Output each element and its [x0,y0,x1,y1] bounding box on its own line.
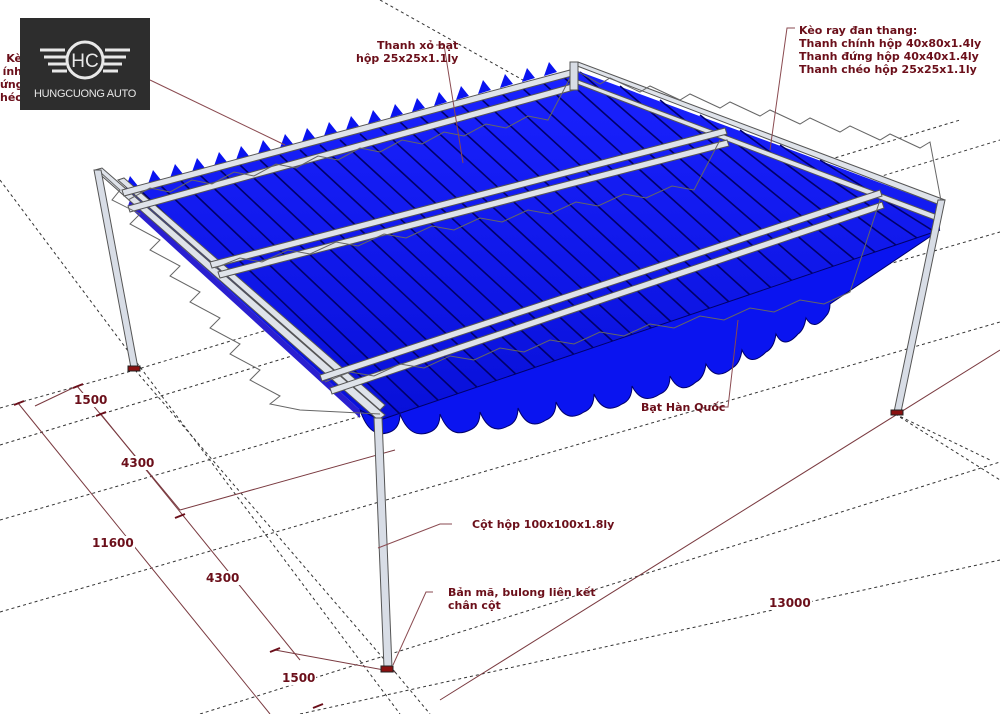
truss-webbing [99,69,943,415]
columns [93,61,946,669]
partial-truss-label: Kè ính ứng héo [0,52,22,112]
hungcuong-logo: HC HUNGCUONG AUTO [20,18,150,110]
truss-callout: Kèo ray đan thang: Thanh chính hộp 40x80… [799,24,981,76]
fabric-canopy [128,70,941,435]
dimension-width-segment-2: 4300 [120,456,156,470]
purlin-callout-line1: Thanh xỏ bạt [377,39,459,52]
column-front-left [373,417,393,669]
logo-brand-text: HUNGCUONG AUTO [34,88,136,100]
purlin-callout-line2: hộp 25x25x1.1ly [356,52,459,65]
column-rear-right-top [569,61,579,91]
partial-label-line: Kè [6,52,22,65]
dimension-length-total: 13000 [768,596,812,610]
winged-hc-emblem-icon: HC [40,40,130,80]
fabric-callout: Bạt Hàn Quốc [641,401,726,414]
base-callout-line1: Bản mã, bulong liên kết [448,586,596,599]
base-plate-callout: Bản mã, bulong liên kết chân cột [448,586,596,612]
logo-initials: HC [71,51,98,72]
leader-lines [149,27,795,666]
truss-callout-vertical-bar: Thanh đứng hộp 40x40x1.4ly [799,50,979,63]
truss-callout-title: Kèo ray đan thang: [799,24,918,37]
dimension-width-segment-4: 1500 [281,671,317,685]
dimension-width-total: 11600 [91,536,135,550]
truss-callout-diagonal-bar: Thanh chéo hộp 25x25x1.1ly [799,63,977,76]
partial-label-line: ính [2,65,22,78]
base-plates [127,365,904,673]
truss-callout-main-bar: Thanh chính hộp 40x80x1.4ly [799,37,982,50]
base-callout-line2: chân cột [448,599,501,612]
truss-beams [93,61,946,421]
partial-label-line: héo [0,91,22,104]
column-callout: Cột hộp 100x100x1.8ly [472,518,615,531]
dimension-width-segment-3: 4300 [205,571,241,585]
partial-label-line: ứng [0,78,22,91]
dimension-ticks [13,383,324,709]
dimension-width-segment-1: 1500 [73,393,109,407]
purlin-callout: Thanh xỏ bạt hộp 25x25x1.1ly [356,39,458,65]
